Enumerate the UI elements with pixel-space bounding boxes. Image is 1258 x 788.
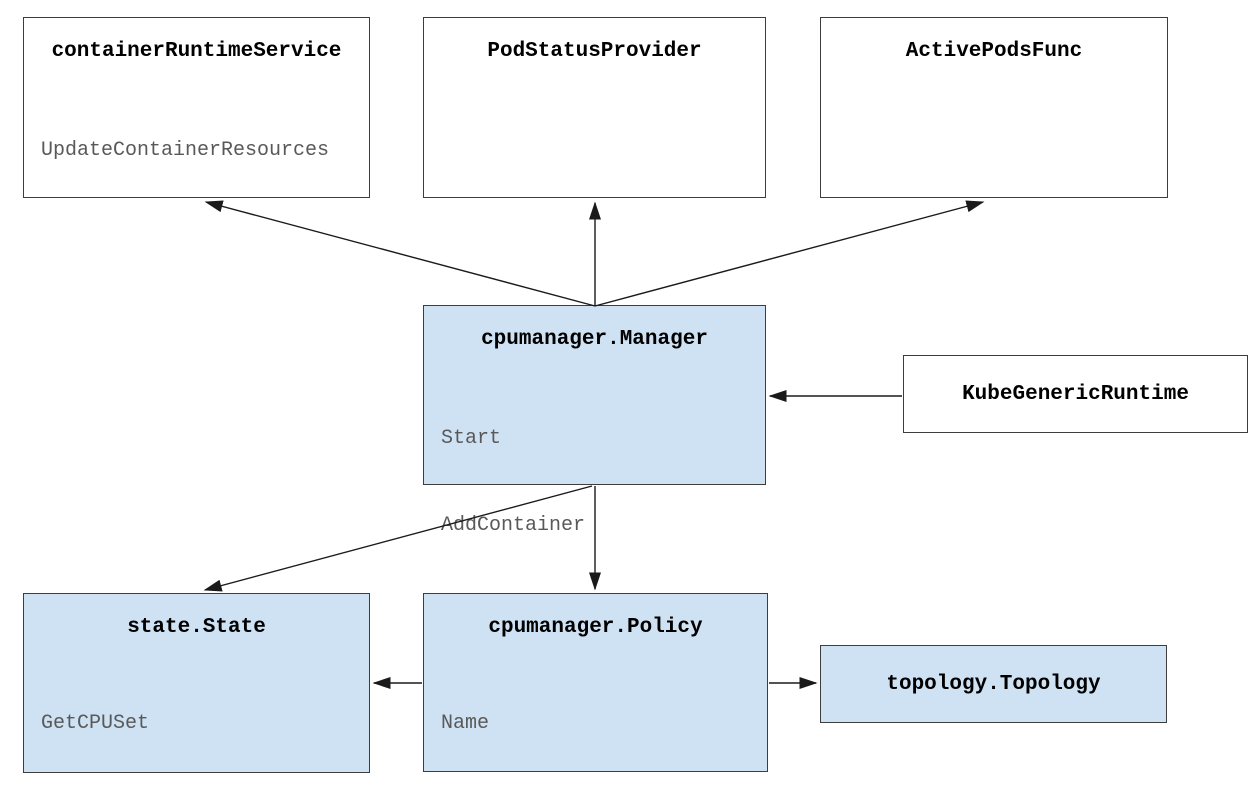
- box-cpumanager-manager: cpumanager.Manager Start AddContainer Re…: [423, 305, 766, 711]
- box-member: AddContainer: [441, 514, 586, 537]
- box-kube-generic-runtime: KubeGenericRuntime: [903, 355, 1248, 433]
- box-members: UpdateContainerResources: [24, 78, 369, 223]
- box-title: ActivePodsFunc: [905, 40, 1083, 63]
- box-member: UpdateContainerResources: [41, 139, 330, 162]
- box-state-state: state.State GetCPUSet GetDefaultCPUSet S…: [23, 593, 370, 773]
- arrow-manager-to-active-pods-func: [594, 200, 985, 307]
- box-members: GetCPUSet GetDefaultCPUSet SetCPUSet Set…: [24, 651, 369, 788]
- box-member: Name: [441, 712, 490, 735]
- box-topology-topology: topology.Topology: [820, 645, 1167, 723]
- box-members: Name AddContainer RemoveContainer: [424, 651, 767, 788]
- box-cpumanager-policy: cpumanager.Policy Name AddContainer Remo…: [423, 593, 768, 772]
- box-pod-status-provider: PodStatusProvider: [423, 17, 766, 198]
- box-member: GetCPUSet: [41, 712, 150, 735]
- box-title: cpumanager.Policy: [488, 616, 703, 639]
- box-title: topology.Topology: [886, 672, 1101, 696]
- box-title: cpumanager.Manager: [481, 328, 708, 351]
- box-title: state.State: [127, 616, 266, 639]
- box-active-pods-func: ActivePodsFunc: [820, 17, 1168, 198]
- box-title: KubeGenericRuntime: [962, 382, 1189, 406]
- box-title: containerRuntimeService: [51, 40, 342, 63]
- box-container-runtime-service: containerRuntimeService UpdateContainerR…: [23, 17, 370, 198]
- box-title: PodStatusProvider: [487, 40, 702, 63]
- box-member: Start: [441, 427, 502, 450]
